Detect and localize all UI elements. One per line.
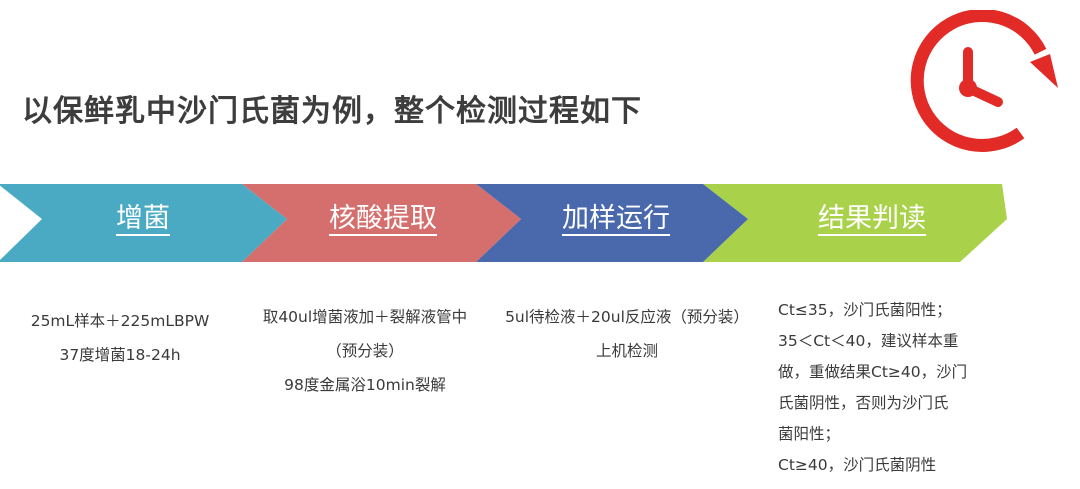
- description-line: 5ul待检液＋20ul反应液（预分装）: [505, 308, 749, 326]
- description-line: 取40ul增菌液加＋裂解液管中: [262, 308, 468, 326]
- step1-chevron: [703, 184, 1007, 262]
- description-line: 35＜Ct＜40，建议样本重: [778, 332, 959, 350]
- description-line: 37度增菌18-24h: [59, 346, 181, 364]
- step4-chevron: [0, 184, 287, 262]
- description-line: 氏菌阴性，否则为沙门氏: [778, 394, 949, 412]
- page-title: 以保鲜乳中沙门氏菌为例，整个检测过程如下: [22, 94, 642, 129]
- step2-chevron: [476, 184, 748, 262]
- step-description-extraction: 取40ul增菌液加＋裂解液管中 （预分装） 98度金属浴10min裂解: [245, 300, 485, 402]
- description-line: （预分装）: [326, 342, 404, 360]
- step-description-loading: 5ul待检液＋20ul反应液（预分装） 上机检测: [497, 300, 757, 368]
- step-label-enrichment: 增菌: [116, 203, 170, 234]
- description-line: 菌阳性；: [778, 425, 841, 443]
- description-line: Ct≤35，沙门氏菌阳性；: [778, 301, 952, 319]
- description-line: 上机检测: [595, 342, 658, 360]
- process-flow: [0, 184, 1007, 262]
- clock-arrowhead: [1030, 54, 1058, 88]
- step-description-enrichment: 25mL样本＋225mLBPW 37度增菌18-24h: [20, 304, 220, 372]
- description-line: 25mL样本＋225mLBPW: [30, 312, 210, 330]
- description-line: Ct≥40，沙门氏菌阴性: [778, 456, 937, 474]
- step-label-extraction: 核酸提取: [329, 203, 437, 234]
- description-line: 98度金属浴10min裂解: [284, 376, 446, 394]
- step3-chevron: [242, 184, 521, 262]
- clock-center: [959, 79, 977, 97]
- step-description-interpretation: Ct≤35，沙门氏菌阳性； 35＜Ct＜40，建议样本重 做，重做结果Ct≥40…: [778, 295, 998, 481]
- clock-arc: [910, 10, 1047, 152]
- clock-refresh-icon: [910, 10, 1058, 152]
- step-label-interpretation: 结果判读: [818, 203, 926, 234]
- step-label-loading: 加样运行: [562, 203, 670, 234]
- description-line: 做，重做结果Ct≥40，沙门: [778, 363, 968, 381]
